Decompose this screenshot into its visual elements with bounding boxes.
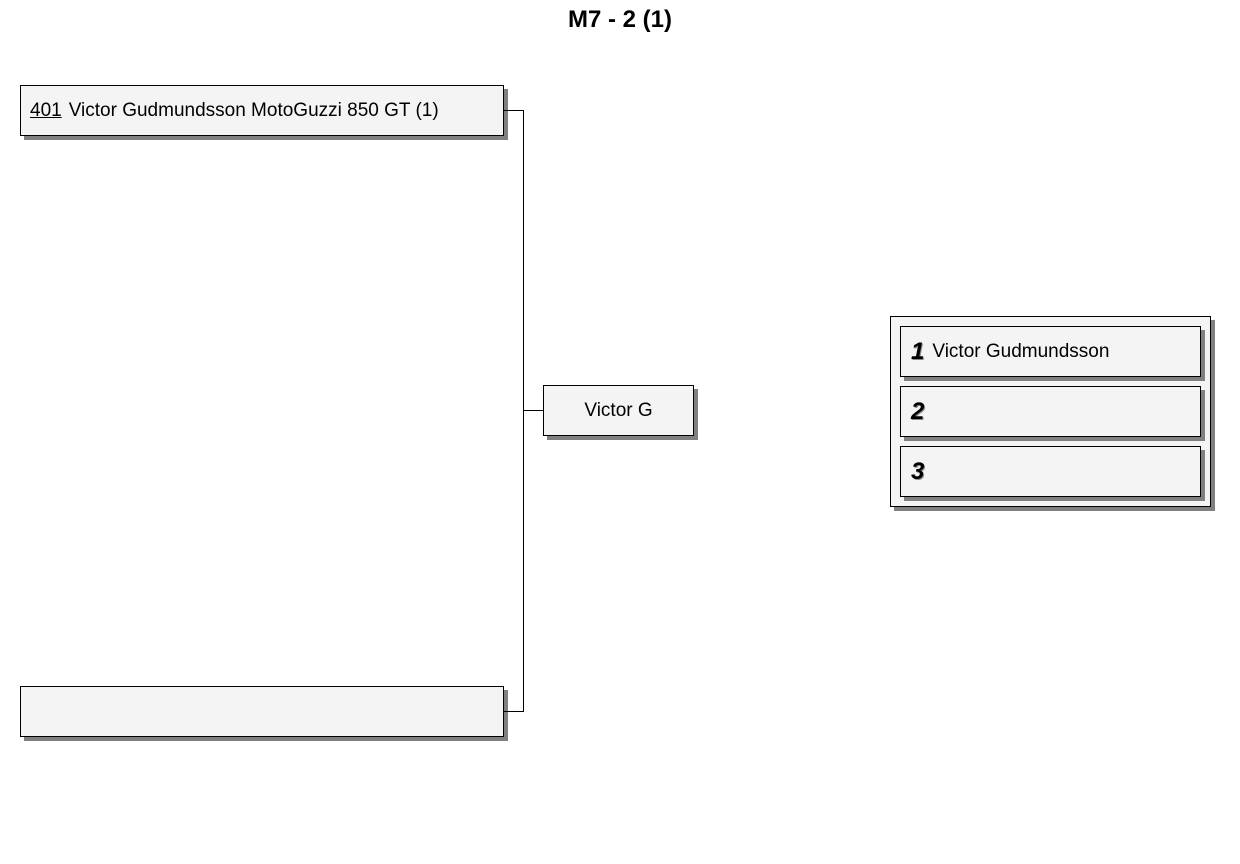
place-number: 3: [911, 457, 925, 485]
podium-place-2[interactable]: 2: [900, 386, 1201, 437]
bracket-line: [504, 711, 524, 712]
winner-slot[interactable]: Victor G: [543, 385, 694, 436]
bracket-line: [523, 410, 543, 411]
bracket-line: [504, 110, 524, 111]
place-name: Victor Gudmundsson: [932, 340, 1110, 362]
podium-place-1[interactable]: 1 Victor Gudmundsson: [900, 326, 1201, 377]
podium-place-3[interactable]: 3: [900, 446, 1201, 497]
match-slot-1[interactable]: 401 Victor Gudmundsson MotoGuzzi 850 GT …: [20, 85, 504, 136]
place-number: 2: [911, 397, 925, 425]
place-number: 1: [911, 337, 925, 365]
seed-number[interactable]: 401: [30, 99, 62, 121]
match-slot-2[interactable]: [20, 686, 504, 737]
winner-label: Victor G: [584, 399, 653, 421]
competitor-label: Victor Gudmundsson MotoGuzzi 850 GT (1): [68, 99, 439, 121]
bracket-title: M7 - 2 (1): [567, 6, 672, 33]
bracket-line: [523, 110, 524, 712]
